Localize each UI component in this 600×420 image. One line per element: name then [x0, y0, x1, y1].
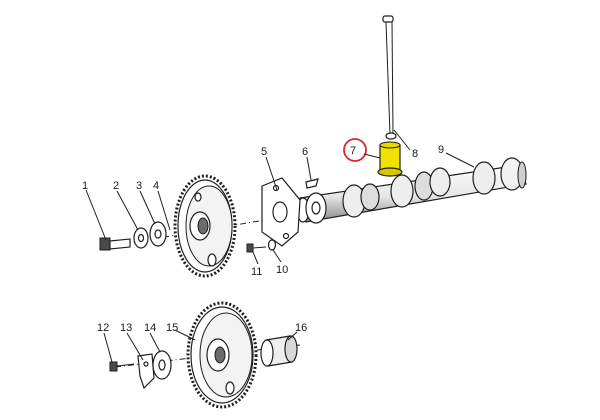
callout-12: 12 [97, 322, 109, 334]
callout-15: 15 [166, 322, 178, 334]
callout-5: 5 [261, 146, 267, 158]
camshaft [296, 157, 527, 224]
bushing [260, 335, 298, 367]
lock-washer [267, 239, 277, 251]
callout-8: 8 [412, 148, 418, 160]
callout-7: 7 [350, 145, 356, 157]
leader-lines [85, 129, 475, 363]
callout-10: 10 [276, 264, 288, 276]
thrust-plate [261, 177, 301, 247]
callout-9: 9 [438, 144, 444, 156]
callout-14: 14 [144, 322, 156, 334]
washer [133, 227, 149, 249]
washer-small [149, 221, 167, 247]
callouts: 1 2 3 4 5 6 7 8 9 10 11 12 13 14 15 16 [82, 144, 444, 334]
callout-6: 6 [302, 146, 308, 158]
crankshaft-gear [186, 301, 258, 409]
lock-plate [137, 353, 155, 390]
woodruff-key [305, 178, 319, 189]
pushrod [382, 15, 397, 140]
bolt-small [246, 243, 267, 253]
bolt [99, 237, 131, 251]
camshaft-gear [173, 174, 237, 278]
callout-4: 4 [153, 180, 159, 192]
callout-2: 2 [113, 180, 119, 192]
callout-16: 16 [295, 322, 307, 334]
washer-lower [152, 350, 172, 380]
tappet-highlighted [377, 141, 403, 177]
callout-3: 3 [136, 180, 142, 192]
bolt-lower [109, 361, 135, 372]
callout-7-highlight-ring [343, 138, 367, 162]
callout-1: 1 [82, 180, 88, 192]
callout-11: 11 [251, 266, 262, 278]
callout-13: 13 [120, 322, 132, 334]
